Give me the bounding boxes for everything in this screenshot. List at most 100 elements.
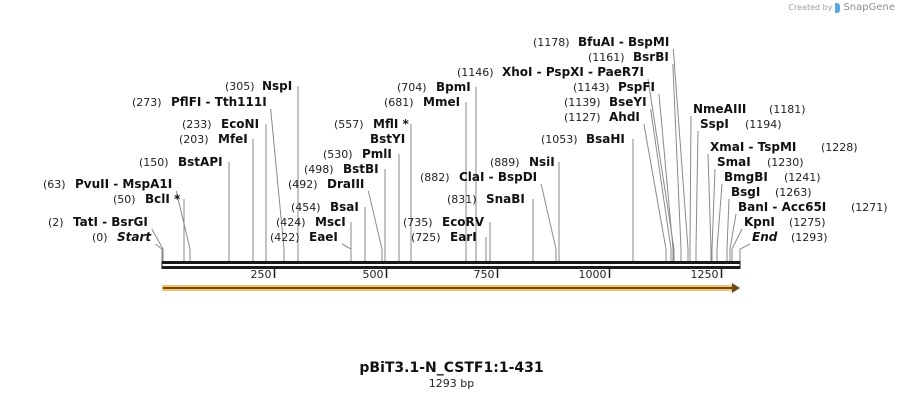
site-name[interactable]: BsgI xyxy=(731,185,760,199)
restriction-site[interactable]: (882)ClaI - BspDI xyxy=(420,170,537,184)
restriction-site[interactable]: (735)EcoRV xyxy=(403,215,485,229)
site-name[interactable]: MfeI xyxy=(218,132,248,146)
site-position: (681) xyxy=(384,96,414,109)
restriction-site[interactable]: (1161)BsrBI xyxy=(588,50,669,64)
restriction-site[interactable]: XmaI - TspMI (1228) xyxy=(710,140,858,154)
site-name[interactable]: MflI * xyxy=(373,117,409,131)
restriction-site[interactable]: (1143)PspFI xyxy=(573,80,655,94)
credit-brand: SnapGene xyxy=(843,2,895,13)
site-position: (725) xyxy=(411,231,441,244)
site-position: (454) xyxy=(291,201,321,214)
site-position: (1228) xyxy=(821,141,858,154)
site-position: (233) xyxy=(182,118,212,131)
restriction-site[interactable]: (422)EaeI xyxy=(270,230,338,244)
restriction-site[interactable]: SspI(1194) xyxy=(700,117,782,131)
site-position: (1181) xyxy=(769,103,806,116)
restriction-site[interactable]: (203)MfeI xyxy=(179,132,248,146)
site-name[interactable]: XmaI - TspMI xyxy=(710,140,796,154)
site-name[interactable]: BstAPI xyxy=(178,155,223,169)
map-title: pBiT3.1-N_CSTF1:1-431 xyxy=(359,360,544,376)
restriction-site[interactable]: (681) MmeI xyxy=(384,95,460,109)
map-length: 1293 bp xyxy=(428,377,475,390)
site-name[interactable]: SnaBI xyxy=(486,192,525,206)
site-name[interactable]: MscI xyxy=(315,215,346,229)
site-position: (2) xyxy=(48,216,64,229)
site-name[interactable]: ClaI - BspDI xyxy=(459,170,537,184)
site-name[interactable]: EcoRV xyxy=(442,215,485,229)
restriction-site[interactable]: (233) EcoNI xyxy=(182,117,259,131)
restriction-site[interactable]: BmgBI(1241) xyxy=(724,170,821,184)
restriction-site[interactable]: SmaI(1230) xyxy=(717,155,804,169)
restriction-site[interactable]: (305)NspI xyxy=(225,79,292,93)
restriction-site[interactable]: NmeAIII (1181) xyxy=(693,102,806,116)
site-name[interactable]: SspI xyxy=(700,117,729,131)
restriction-site[interactable]: BsgI(1263) xyxy=(731,185,812,199)
restriction-site[interactable]: (498)BstBI xyxy=(304,162,379,176)
site-position: (831) xyxy=(447,193,477,206)
site-name[interactable]: End xyxy=(752,230,778,244)
site-name[interactable]: DraIII xyxy=(327,177,364,191)
site-name[interactable]: XhoI - PspXI - PaeR7I xyxy=(502,65,644,79)
restriction-site[interactable]: (725) EarI xyxy=(411,230,477,244)
site-name[interactable]: AhdI xyxy=(609,110,640,124)
site-name[interactable]: BmgBI xyxy=(724,170,768,184)
site-name[interactable]: EarI xyxy=(450,230,477,244)
site-name[interactable]: NsiI xyxy=(529,155,555,169)
site-connector xyxy=(716,183,723,261)
restriction-site[interactable]: (150)BstAPI xyxy=(139,155,223,169)
site-position: (1053) xyxy=(541,133,578,146)
site-position: (1139) xyxy=(564,96,601,109)
site-name[interactable]: Start xyxy=(117,230,152,244)
restriction-site[interactable]: (1139) BseYI xyxy=(564,95,647,109)
site-name[interactable]: NspI xyxy=(262,79,292,93)
restriction-site[interactable]: (273)PflFI - Tth111I xyxy=(132,95,267,109)
restriction-site[interactable]: (889)NsiI xyxy=(490,155,555,169)
site-name[interactable]: EaeI xyxy=(309,230,338,244)
site-connector xyxy=(175,190,191,261)
restriction-site[interactable]: (1178)BfuAI - BspMI xyxy=(533,35,669,49)
site-name[interactable]: PvuII - MspA1I xyxy=(75,177,172,191)
site-name[interactable]: KpnI xyxy=(744,215,775,229)
site-name[interactable]: SmaI xyxy=(717,155,751,169)
site-name[interactable]: PmlI xyxy=(362,147,392,161)
site-name[interactable]: BsaI xyxy=(330,200,359,214)
site-name[interactable]: BfuAI - BspMI xyxy=(578,35,669,49)
site-name[interactable]: BsaHI xyxy=(586,132,625,146)
restriction-site[interactable]: BstYI xyxy=(370,132,405,146)
site-position: (557) xyxy=(334,118,364,131)
site-name[interactable]: PspFI xyxy=(618,80,655,94)
restriction-site[interactable]: (50)BclI * xyxy=(113,192,181,206)
site-name[interactable]: PflFI - Tth111I xyxy=(171,95,267,109)
site-name[interactable]: BseYI xyxy=(609,95,647,109)
site-name[interactable]: MmeI xyxy=(423,95,460,109)
feature-arrow[interactable] xyxy=(162,283,740,293)
site-name[interactable]: BsrBI xyxy=(633,50,669,64)
restriction-site[interactable]: (704)BpmI xyxy=(397,80,471,94)
site-name[interactable]: BanI - Acc65I xyxy=(738,200,826,214)
site-connector xyxy=(695,130,699,261)
restriction-site[interactable]: KpnI(1275) xyxy=(744,215,826,229)
site-name[interactable]: TatI - BsrGI xyxy=(73,215,148,229)
restriction-site[interactable]: (831) SnaBI xyxy=(447,192,525,206)
restriction-site[interactable]: (1146)XhoI - PspXI - PaeR7I xyxy=(457,65,644,79)
site-connector xyxy=(658,93,674,261)
restriction-site[interactable]: BanI - Acc65I(1271) xyxy=(738,200,888,214)
restriction-site[interactable]: (530) PmlI xyxy=(323,147,392,161)
restriction-site[interactable]: (424)MscI xyxy=(276,215,346,229)
restriction-site[interactable]: (63)PvuII - MspA1I xyxy=(43,177,172,191)
site-name[interactable]: BstBI xyxy=(343,162,379,176)
site-position: (530) xyxy=(323,148,353,161)
restriction-site[interactable]: (454) BsaI xyxy=(291,200,359,214)
restriction-site[interactable]: (1053) BsaHI xyxy=(541,132,625,146)
site-name[interactable]: BstYI xyxy=(370,132,405,146)
restriction-site[interactable]: (0)Start xyxy=(92,230,152,244)
site-name[interactable]: EcoNI xyxy=(221,117,259,131)
restriction-site[interactable]: End(1293) xyxy=(752,230,828,244)
restriction-site[interactable]: (492)DraIII xyxy=(288,177,364,191)
site-name[interactable]: BpmI xyxy=(436,80,471,94)
restriction-site[interactable]: (557) MflI * xyxy=(334,117,409,131)
site-name[interactable]: BclI * xyxy=(145,192,181,206)
restriction-site[interactable]: (1127)AhdI xyxy=(564,110,640,124)
restriction-site[interactable]: (2) TatI - BsrGI xyxy=(48,215,148,229)
site-name[interactable]: NmeAIII xyxy=(693,102,746,116)
